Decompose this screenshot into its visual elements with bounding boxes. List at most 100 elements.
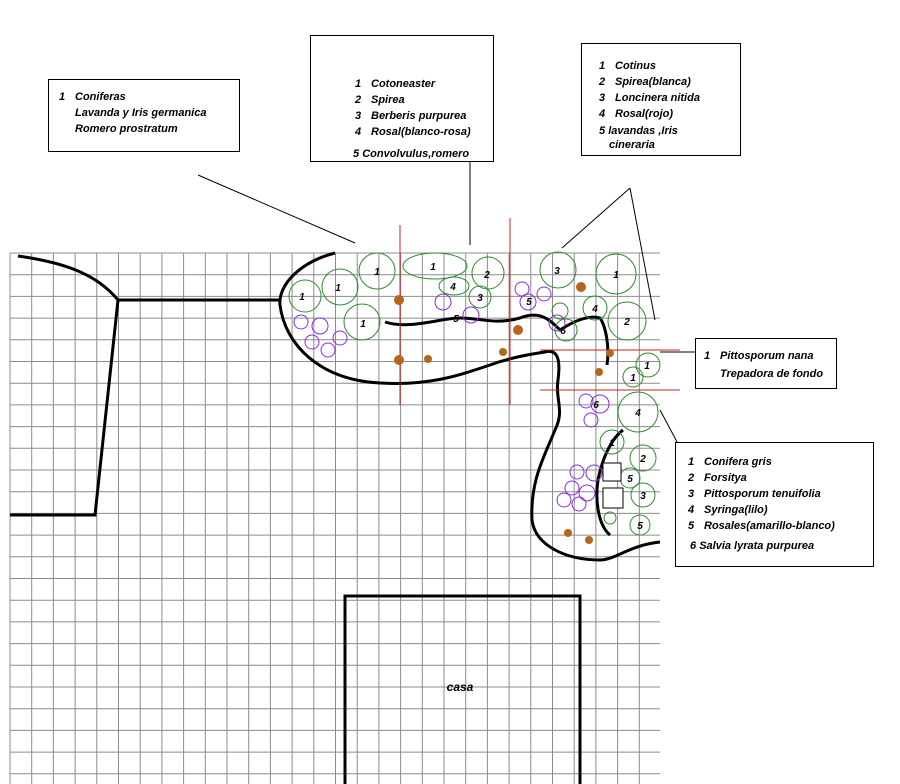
legend-label: Pittosporum nana — [720, 350, 814, 362]
shrub — [607, 301, 647, 341]
plant-label: 1 — [430, 262, 436, 273]
shrub — [595, 253, 637, 295]
plant-label: 2 — [639, 454, 646, 465]
shrub — [622, 366, 644, 388]
shrub — [554, 318, 578, 342]
legend-label: Coniferas — [75, 91, 126, 103]
flower — [536, 286, 552, 302]
legend-number: 5 — [599, 125, 606, 137]
plant-label: 5 — [526, 297, 532, 308]
legend-label: Rosales(amarillo-blanco) — [704, 520, 835, 532]
legend-number: 4 — [355, 126, 362, 138]
bed-outline-front — [278, 251, 661, 562]
legend-number: 4 — [599, 108, 606, 120]
legend-number: 3 — [355, 110, 362, 122]
legend-number: 3 — [688, 488, 695, 500]
left-boundary-outline — [10, 254, 120, 517]
legend-number: 2 — [599, 76, 606, 88]
shrub — [629, 444, 657, 472]
accent-dot — [585, 536, 593, 544]
legend-number: 5 — [688, 520, 695, 532]
flower — [519, 293, 537, 311]
guide-lines — [399, 218, 680, 405]
plant-label: 1 — [335, 283, 341, 294]
legend-label: Salvia lyrata purpurea — [699, 540, 815, 552]
plant-label: 3 — [554, 266, 560, 277]
accent-dot — [394, 295, 404, 305]
legend-number: 2 — [355, 94, 362, 106]
planters — [602, 462, 624, 509]
legend-label: Rosal(blanco-rosa) — [371, 126, 471, 138]
plant-label: 4 — [449, 282, 456, 293]
accent-dot — [606, 349, 614, 357]
legend-label: Spirea(blanca) — [615, 76, 691, 88]
legend-label: Spirea — [371, 94, 405, 106]
legend-label: Conifera gris — [704, 456, 772, 468]
legend-label: Cotinus — [615, 60, 656, 72]
legend-row: 5 Convolvulus,romero — [353, 146, 493, 162]
shrub — [438, 276, 470, 296]
flower — [583, 412, 599, 428]
plant-label: 5 — [637, 521, 643, 532]
legend-label: Cotoneaster — [371, 78, 436, 90]
plant-label: 1 — [609, 438, 615, 449]
shrub — [635, 352, 661, 378]
legend-number: 1 — [59, 91, 66, 103]
legend-number: 1 — [355, 78, 362, 90]
legend-row: 2 Spirea — [355, 92, 493, 108]
legend-row: 6 Salvia lyrata purpurea — [690, 538, 873, 554]
legend-row: 2 Spirea(blanca) — [599, 74, 740, 90]
shrub — [617, 391, 659, 433]
legend-label: lavandas ,Iris — [608, 125, 678, 137]
legend-row: 1 Pittosporum nana — [704, 347, 836, 365]
legend-number: 1 — [704, 350, 711, 362]
accent-dot — [576, 282, 586, 292]
shrub — [629, 514, 651, 536]
plant-label: 6 — [593, 400, 599, 411]
flower — [569, 464, 585, 480]
legend-row: Lavanda y Iris germanica — [59, 105, 239, 121]
shrubs — [288, 251, 661, 536]
flower — [571, 496, 587, 512]
shrub — [288, 279, 322, 313]
plant-label: 1 — [644, 361, 650, 372]
flowers — [293, 281, 610, 512]
legend-row: 1 Cotoneaster — [355, 76, 493, 92]
shrub — [402, 252, 468, 280]
flower — [293, 314, 309, 330]
legend-label: Pittosporum tenuifolia — [704, 488, 821, 500]
flower — [564, 480, 580, 496]
callout-line-cotinus-b — [629, 187, 656, 321]
legend-label: Convolvulus,romero — [362, 148, 470, 160]
flower — [578, 393, 594, 409]
legend-label: Lavanda y Iris germanica — [75, 107, 207, 119]
accent-dots — [394, 282, 614, 544]
house-label: casa — [447, 680, 474, 694]
flower — [578, 484, 596, 502]
shrub — [321, 268, 359, 306]
house: casa — [343, 594, 582, 784]
legend-number: 4 — [688, 504, 695, 516]
flower — [320, 342, 336, 358]
legend-row: 4 Rosal(blanco-rosa) — [355, 124, 493, 140]
accent-dot — [564, 529, 572, 537]
accent-dot — [424, 355, 432, 363]
accent-dot — [499, 348, 507, 356]
flower — [556, 492, 572, 508]
accent-dot — [595, 368, 603, 376]
plant-label: 1 — [374, 267, 380, 278]
accent-dot — [394, 355, 404, 365]
flower — [332, 330, 348, 346]
flower — [304, 334, 320, 350]
legend-label: Forsitya — [704, 472, 747, 484]
callout-line-cotinus-a — [561, 187, 631, 249]
